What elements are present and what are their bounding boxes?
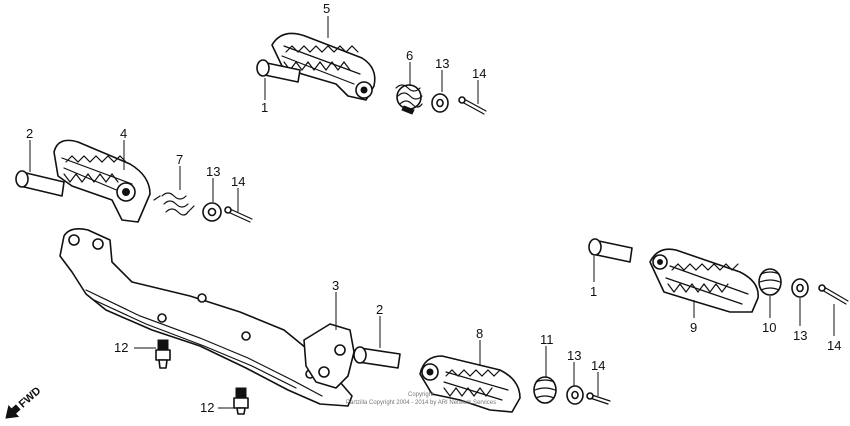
spring-bottom — [533, 376, 557, 404]
callout-13-bottom: 13 — [567, 348, 581, 363]
callout-11: 11 — [540, 332, 554, 347]
callout-8: 8 — [476, 326, 483, 341]
callout-1-top: 1 — [261, 100, 268, 115]
fwd-label: FWD — [17, 385, 44, 411]
footpeg-top — [271, 32, 376, 101]
callout-12-lower: 12 — [200, 400, 214, 415]
callout-13-left: 13 — [206, 164, 220, 179]
callout-6: 6 — [406, 48, 413, 63]
grease-fitting-upper — [155, 339, 171, 369]
footpeg-left — [53, 139, 151, 223]
grease-fitting-lower — [233, 387, 249, 415]
callout-5: 5 — [323, 1, 330, 16]
watermark-line1: Copyright — [408, 392, 434, 398]
callout-9: 9 — [690, 320, 697, 335]
callout-1-right: 1 — [590, 284, 597, 299]
callout-12-upper: 12 — [114, 340, 128, 355]
callout-2-middle: 2 — [376, 302, 383, 317]
cotter-pin-bottom — [586, 392, 611, 405]
washer-bottom — [566, 385, 584, 405]
spring-left — [153, 192, 195, 216]
pin-top — [256, 59, 301, 83]
callout-7: 7 — [176, 152, 183, 167]
cotter-pin-left — [224, 206, 253, 223]
callout-14-top: 14 — [472, 66, 486, 81]
pin-left — [15, 170, 65, 197]
callout-14-left: 14 — [231, 174, 245, 189]
washer-right — [791, 278, 809, 298]
callout-13-right: 13 — [793, 328, 807, 343]
watermark: Copyright Partzilla Copyright 2004 - 201… — [346, 392, 496, 406]
footpeg-right — [649, 248, 759, 313]
washer-top — [431, 93, 449, 113]
callout-14-right: 14 — [827, 338, 841, 353]
callout-4: 4 — [120, 126, 127, 141]
pin-middle — [353, 346, 401, 369]
spring-top — [395, 84, 423, 115]
watermark-line2: Partzilla Copyright 2004 - 2014 by ARI N… — [346, 400, 496, 406]
callout-10: 10 — [762, 320, 776, 335]
callout-13-top: 13 — [435, 56, 449, 71]
arrow-left-icon — [5, 404, 21, 419]
spring-right — [758, 268, 782, 296]
cotter-pin-top — [458, 96, 487, 115]
footpeg-bracket — [59, 228, 353, 407]
leader-lines — [29, 16, 835, 409]
washer-left — [202, 202, 222, 222]
pin-right — [588, 238, 633, 263]
footpeg-bottom — [419, 355, 521, 413]
bracket-plate — [303, 323, 355, 389]
fwd-arrow: FWD — [5, 385, 44, 419]
callout-14-bottom: 14 — [591, 358, 605, 373]
cotter-pin-right — [818, 284, 849, 305]
callout-3: 3 — [332, 278, 339, 293]
callout-2-left: 2 — [26, 126, 33, 141]
callout-labels: 5 1 6 13 14 2 4 7 13 14 3 2 8 11 13 14 1… — [26, 1, 841, 415]
